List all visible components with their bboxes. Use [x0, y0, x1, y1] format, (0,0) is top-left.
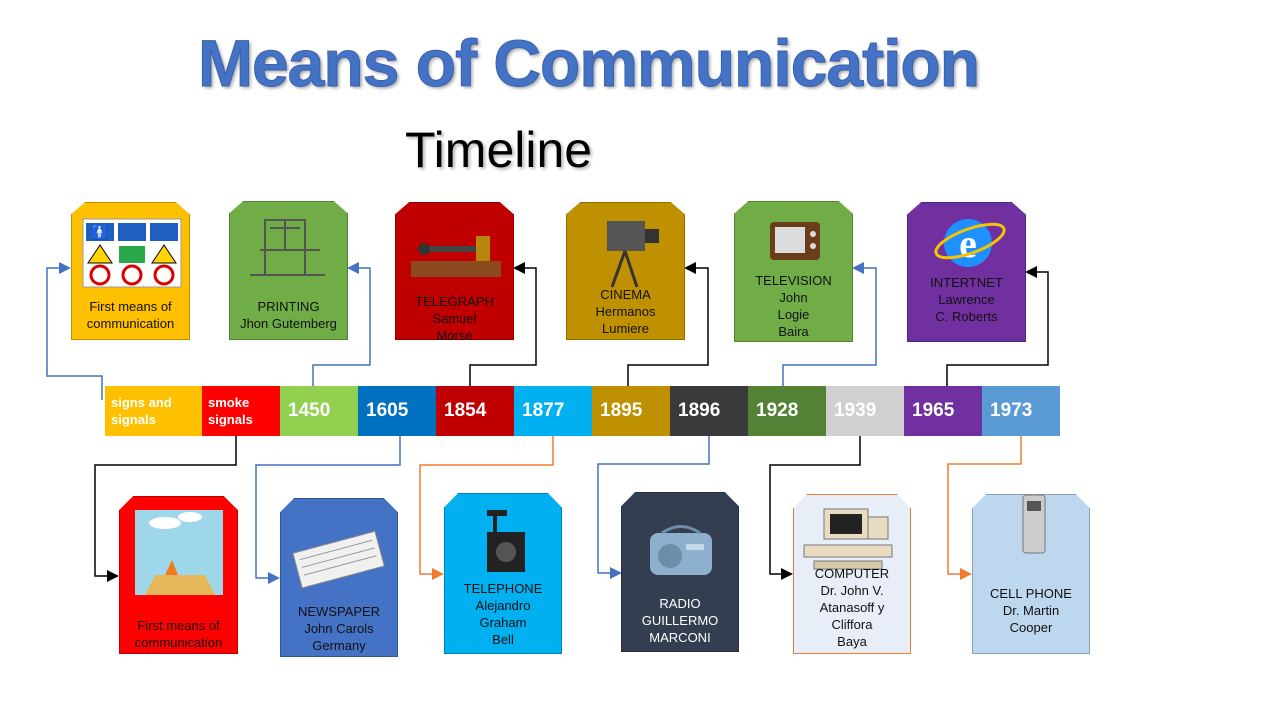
timeline-segment-1965: 1965	[904, 386, 982, 436]
connector-computer	[769, 436, 861, 580]
card-text: TELEPHONE Alejandro Graham Bell	[463, 581, 543, 647]
radio-icon	[622, 518, 738, 598]
card-text: TELEGRAPH Samuel Morse	[415, 294, 494, 343]
card-text: First means of communication	[86, 299, 175, 331]
telephone-icon	[445, 502, 561, 582]
card-internet: e INTERTNET Lawrence C. Roberts	[907, 202, 1026, 342]
timeline-segment-1896: 1896	[670, 386, 748, 436]
connector-telephone	[419, 436, 554, 580]
connector-internet	[946, 266, 1049, 386]
card-newspaper: NEWSPAPER John Carols Germany	[280, 498, 398, 657]
film-camera-icon	[567, 211, 684, 291]
card-text: TELEVISION John Logie Baira	[755, 273, 832, 339]
card-telephone: TELEPHONE Alejandro Graham Bell	[444, 493, 562, 654]
timeline-segment-1939: 1939	[826, 386, 904, 436]
timeline-segment-1895: 1895	[592, 386, 670, 436]
connector-smoke	[94, 436, 237, 582]
card-television: TELEVISION John Logie Baira	[734, 201, 853, 342]
page-title: Means of Communication	[198, 26, 981, 101]
connector-newspaper	[255, 436, 401, 584]
timeline-segment-1854: 1854	[436, 386, 514, 436]
timeline-segment-1973: 1973	[982, 386, 1060, 436]
page-subtitle: Timeline	[405, 122, 593, 178]
safety-signs-icon: 🚹	[72, 211, 189, 291]
timeline-segment-1928: 1928	[748, 386, 826, 436]
connector-cinema	[627, 262, 709, 386]
timeline-segment-smoke: smoke signals	[202, 386, 280, 436]
card-text: PRINTING Jhon Gutemberg	[240, 299, 337, 331]
card-telegraph: TELEGRAPH Samuel Morse	[395, 202, 514, 340]
connector-signs	[46, 262, 103, 400]
card-computer: COMPUTER Dr. John V. Atanasoff y Cliffor…	[793, 494, 911, 654]
timeline-segment-1450: 1450	[280, 386, 358, 436]
computer-icon	[794, 503, 910, 583]
timeline-segment-signs-and: signs and signals	[105, 386, 202, 436]
internet-explorer-icon: e	[908, 211, 1025, 275]
cell-phone-icon	[973, 494, 1089, 555]
connector-radio	[597, 436, 710, 579]
printing-press-icon	[230, 210, 347, 290]
connector-telegraph	[469, 262, 537, 386]
connector-cellphone	[947, 436, 1022, 580]
connector-television	[782, 262, 877, 386]
card-cinema: CINEMA Hermanos Lumiere	[566, 202, 685, 340]
card-text: COMPUTER Dr. John V. Atanasoff y Cliffor…	[814, 566, 890, 649]
connector-printing	[312, 262, 371, 386]
newspaper-icon	[281, 519, 397, 599]
card-text: First means of communication	[134, 618, 223, 650]
card-printing: PRINTING Jhon Gutemberg	[229, 201, 348, 340]
card-smoke: First means of communication	[119, 496, 238, 654]
card-text: RADIO GUILLERMO MARCONI	[641, 596, 719, 645]
card-cellphone: CELL PHONE Dr. Martin Cooper	[972, 494, 1090, 654]
card-radio: RADIO GUILLERMO MARCONI	[621, 492, 739, 652]
svg-text:🚹: 🚹	[91, 224, 108, 241]
card-signs: 🚹 First means of communication	[71, 202, 190, 340]
card-text: INTERTNET Lawrence C. Roberts	[930, 275, 1003, 324]
card-text: CELL PHONE Dr. Martin Cooper	[990, 586, 1072, 635]
smoke-signal-icon	[120, 505, 237, 598]
card-text: CINEMA Hermanos Lumiere	[595, 287, 656, 336]
timeline-segment-1877: 1877	[514, 386, 592, 436]
timeline-segment-1605: 1605	[358, 386, 436, 436]
telegraph-key-icon	[396, 211, 513, 291]
card-text: NEWSPAPER John Carols Germany	[297, 604, 381, 653]
television-icon	[735, 210, 852, 270]
